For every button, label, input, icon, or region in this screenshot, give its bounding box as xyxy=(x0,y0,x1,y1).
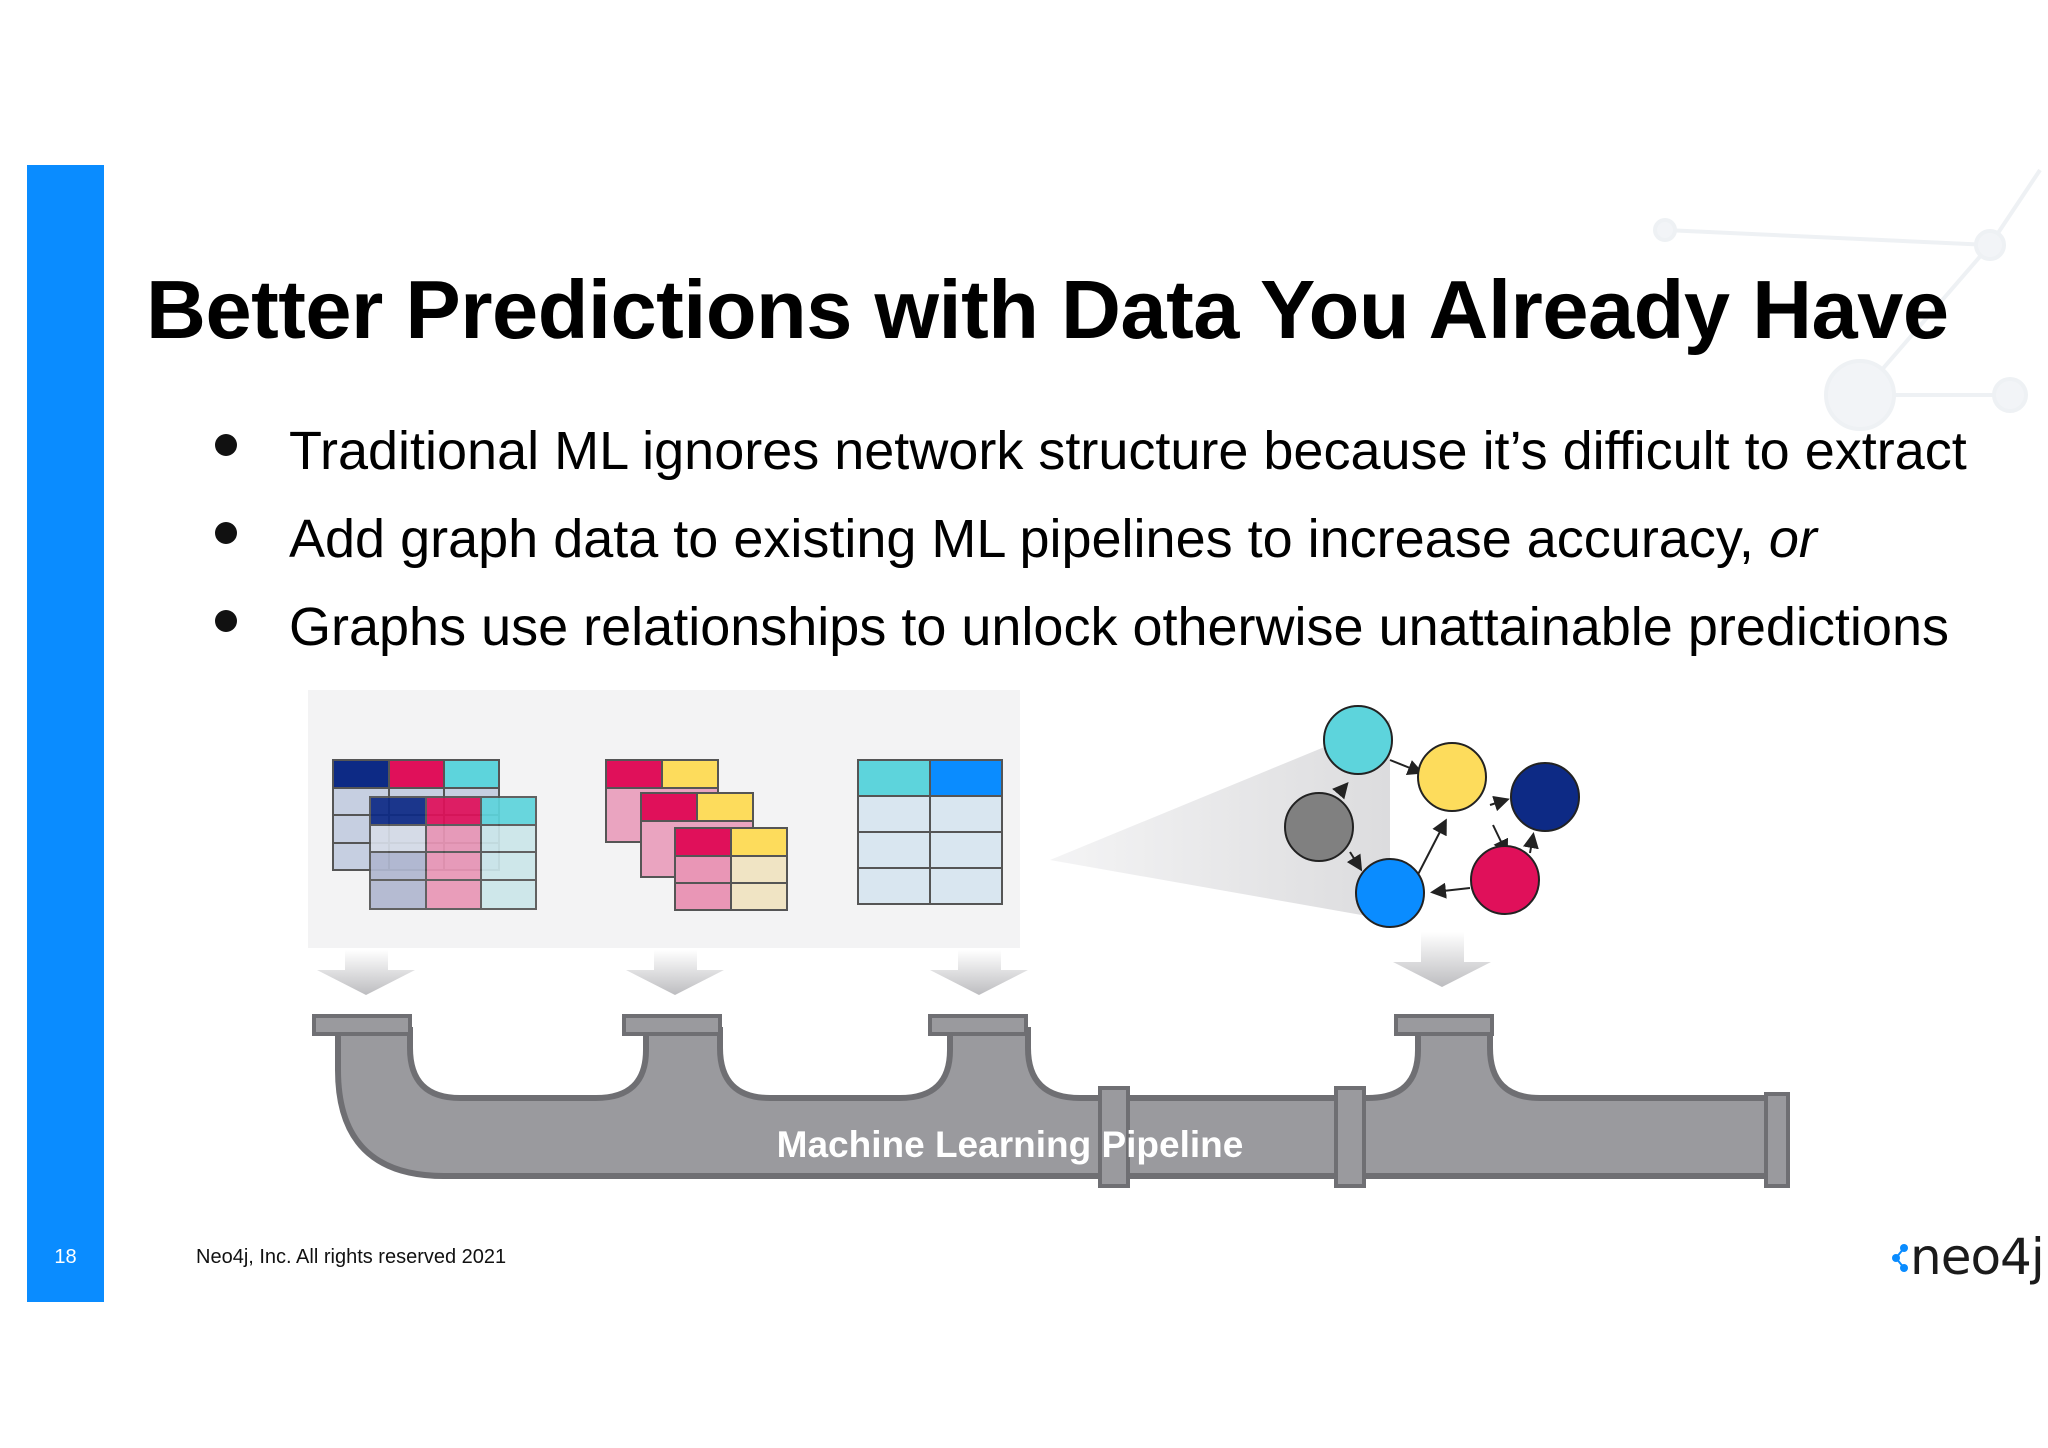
logo-text: neo4j xyxy=(1910,1228,2044,1286)
neo4j-logo: neo4j xyxy=(1890,1228,2020,1284)
footer-copyright: Neo4j, Inc. All rights reserved 2021 xyxy=(196,1246,506,1269)
table-3-icon xyxy=(858,760,1002,904)
pipeline-label: Machine Learning Pipeline xyxy=(640,1124,1380,1166)
